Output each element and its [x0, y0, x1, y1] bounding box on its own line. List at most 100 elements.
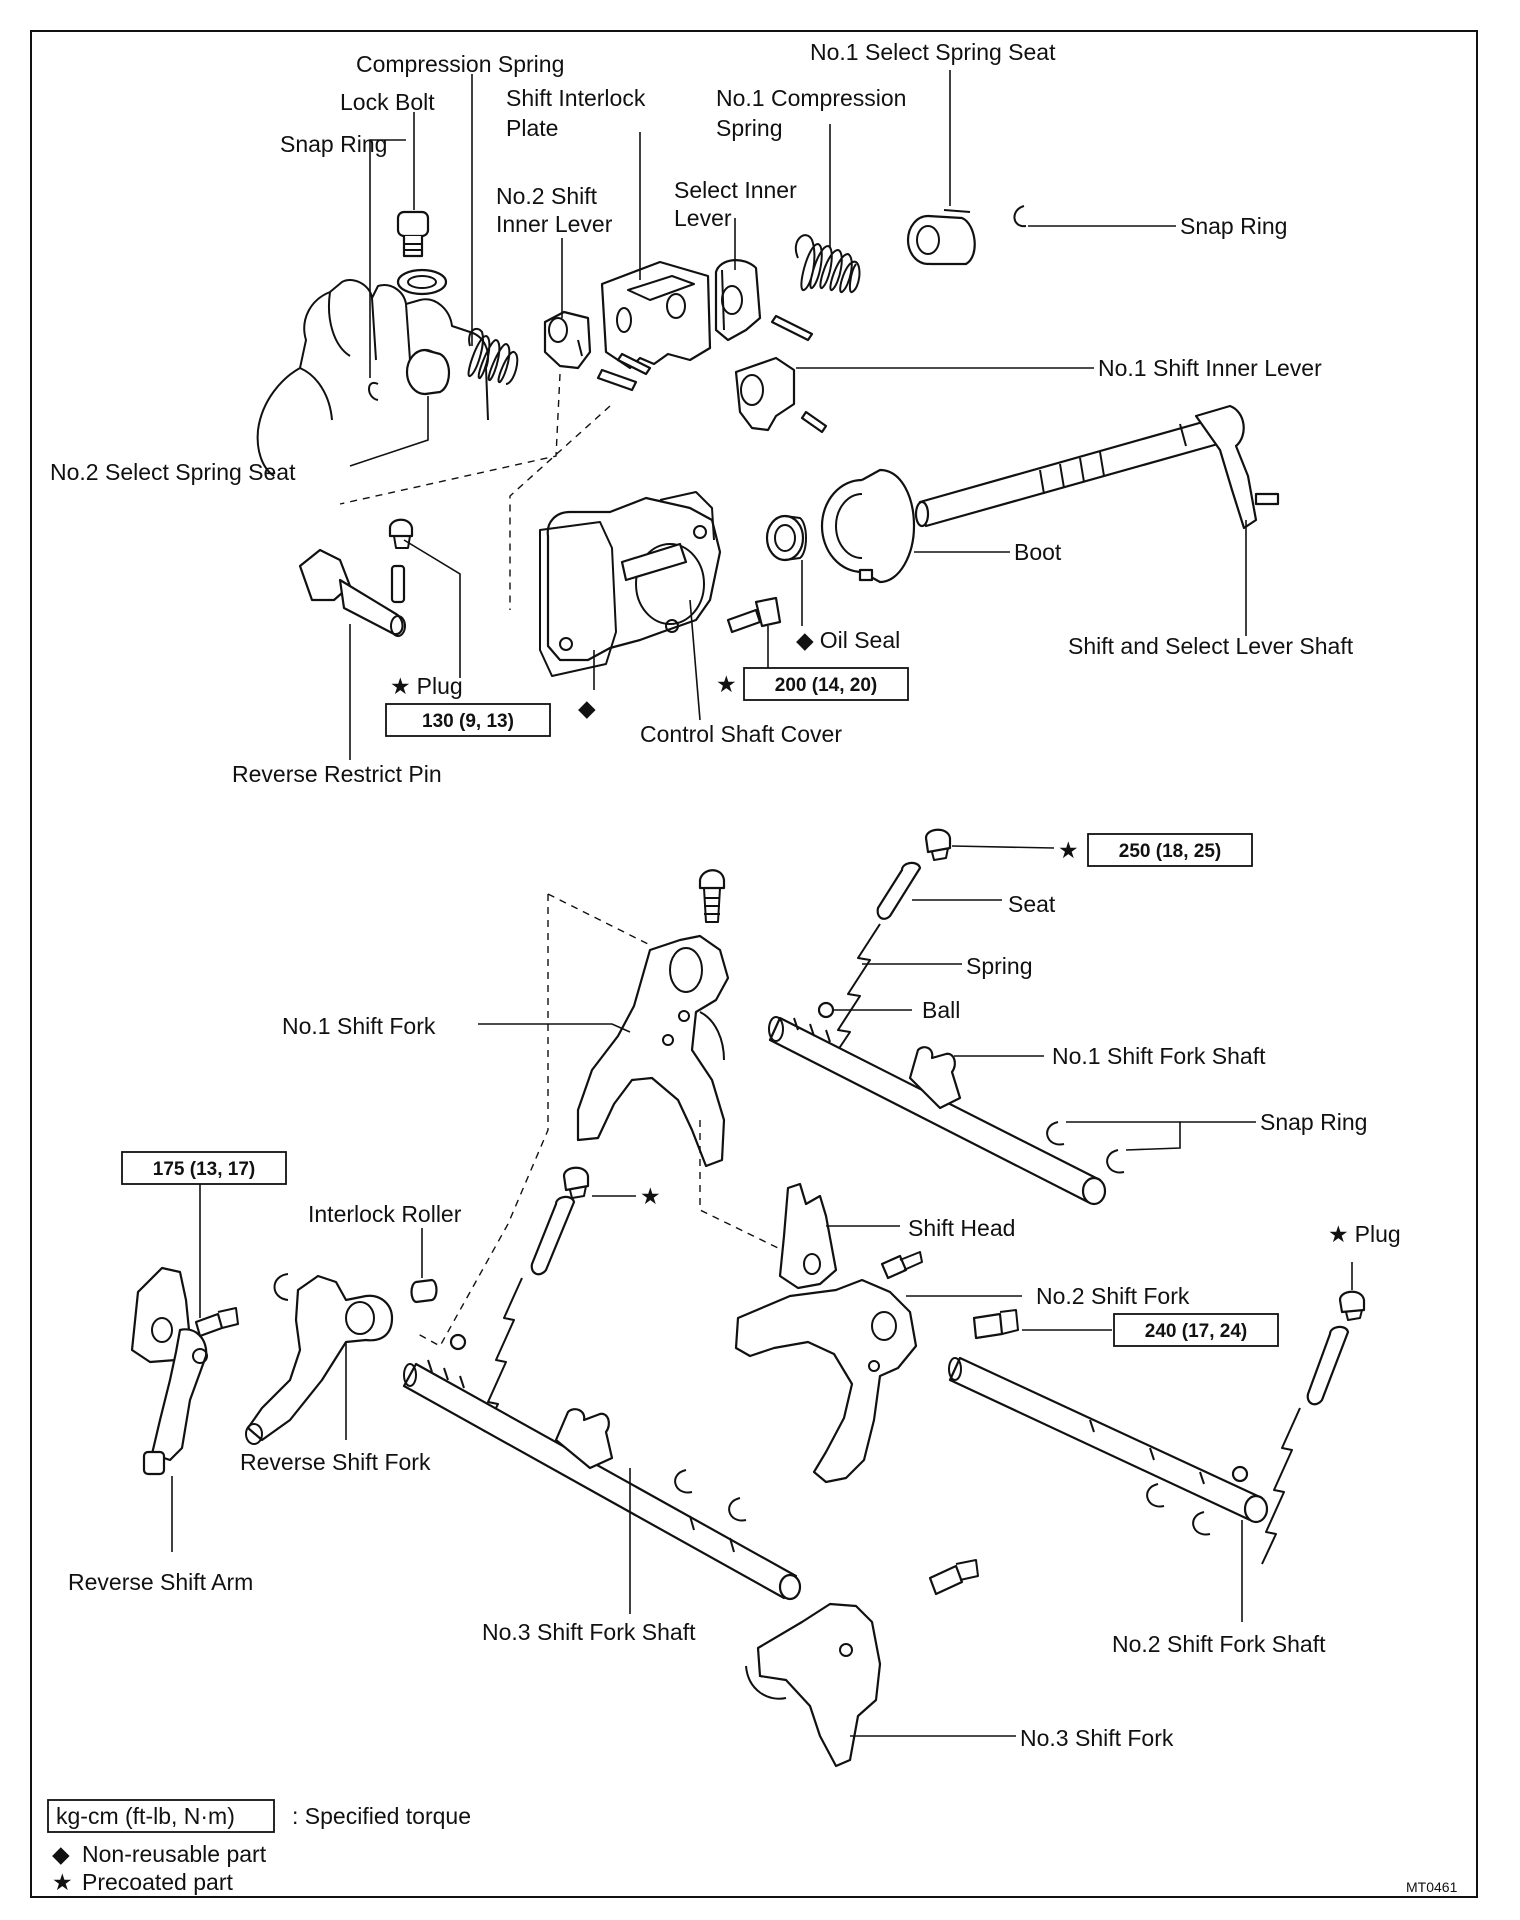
- no3-shift-fork-bolt-part: [928, 1559, 979, 1596]
- interlock-ball-part: [449, 1333, 467, 1351]
- compression-spring-part: [467, 327, 519, 385]
- label-select-inner-lever-1: Select Inner: [674, 177, 797, 203]
- plug-right-part: [1231, 1290, 1366, 1565]
- label-snap-ring-top: Snap Ring: [280, 131, 387, 157]
- snap-rings-no3-part: [674, 1469, 747, 1522]
- svg-text:: Specified torque: : Specified torque: [292, 1803, 471, 1829]
- label-no2-shift-fork-shaft: No.2 Shift Fork Shaft: [1112, 1631, 1326, 1657]
- snap-rings-mid-part: [1046, 1121, 1125, 1174]
- no3-shift-fork-shaft-part: [402, 1359, 802, 1601]
- star-cover-bolt: ★: [716, 671, 737, 697]
- torque-box-reverse-arm-bolt: 175 (13, 17): [121, 1151, 287, 1185]
- no1-select-spring-seat-part: [906, 209, 976, 266]
- star-plug-right: ★: [1328, 1221, 1349, 1247]
- snap-ring-left-part: [368, 381, 379, 401]
- reverse-restrict-pin-part: [298, 548, 406, 637]
- star-interlock-plug: ★: [640, 1183, 661, 1209]
- label-no1-compression-spring-1: No.1 Compression: [716, 85, 906, 111]
- transmission-case-outline: [256, 279, 489, 477]
- diamond-oil-seal: ◆: [796, 627, 814, 653]
- no2-select-spring-seat-part: [405, 348, 451, 396]
- star-plug-top: ★: [390, 673, 411, 699]
- detent-ball-part: [817, 1001, 835, 1019]
- svg-text:175 (13, 17): 175 (13, 17): [153, 1159, 255, 1180]
- shift-head-part: [778, 1182, 838, 1290]
- shift-select-lever-shaft-part: [914, 404, 1280, 530]
- figure-code: MT0461: [1406, 1879, 1458, 1895]
- svg-text:Non-reusable part: Non-reusable part: [82, 1841, 267, 1867]
- no1-shift-fork-bolt-part: [698, 869, 726, 923]
- label-control-shaft-cover: Control Shaft Cover: [640, 721, 842, 747]
- no2-shift-fork-bolt-part: [880, 1251, 923, 1280]
- svg-text:240 (17, 24): 240 (17, 24): [1145, 1321, 1247, 1342]
- label-shift-interlock-plate-2: Plate: [506, 115, 558, 141]
- label-select-inner-lever-2: Lever: [674, 205, 732, 231]
- svg-text:★: ★: [52, 1869, 73, 1895]
- torque-box-cover-bolt: ★ 200 (14, 20): [716, 667, 909, 701]
- torque-box-plug-top: 130 (9, 13): [385, 703, 551, 737]
- svg-text:200 (14, 20): 200 (14, 20): [775, 675, 877, 696]
- label-oil-seal: ◆Oil Seal: [796, 627, 900, 653]
- diamond-gasket: ◆: [578, 695, 596, 721]
- label-lock-bolt: Lock Bolt: [340, 89, 435, 115]
- no2-shift-fork-part: [734, 1278, 918, 1484]
- snap-ring-reverse-fork-part: [273, 1273, 289, 1301]
- label-no2-shift-inner-lever-1: No.2 Shift: [496, 183, 598, 209]
- label-compression-spring: Compression Spring: [356, 51, 564, 77]
- label-oil-seal-text: Oil Seal: [820, 627, 901, 653]
- torque-box-detent-plug: ★ 250 (18, 25): [1058, 833, 1253, 867]
- label-reverse-shift-fork: Reverse Shift Fork: [240, 1449, 431, 1475]
- no3-shift-fork-part: [745, 1602, 882, 1768]
- detent-seat-part: [876, 861, 922, 920]
- legend: kg-cm (ft-lb, N·m) : Specified torque ◆ …: [47, 1799, 1458, 1895]
- svg-text:kg-cm (ft-lb, N·m): kg-cm (ft-lb, N·m): [56, 1803, 235, 1829]
- label-no2-shift-inner-lever-2: Inner Lever: [496, 211, 613, 237]
- torque-box-no2-fork-bolt: 240 (17, 24): [1113, 1313, 1279, 1347]
- label-plug-top: ★Plug: [390, 673, 463, 699]
- label-ball: Ball: [922, 997, 960, 1023]
- alignment-lines: [339, 373, 779, 1347]
- interlock-plug-part: [483, 1166, 590, 1433]
- cover-bolt-part: [726, 596, 782, 634]
- reverse-shift-arm-part: [130, 1266, 208, 1476]
- legend-precoated: ★ Precoated part: [52, 1869, 233, 1895]
- label-plug-top-text: Plug: [417, 673, 463, 699]
- label-snap-ring-right: Snap Ring: [1180, 213, 1287, 239]
- no1-shift-fork-part: [576, 934, 730, 1168]
- label-no2-select-spring-seat: No.2 Select Spring Seat: [50, 459, 296, 485]
- label-reverse-restrict-pin: Reverse Restrict Pin: [232, 761, 442, 787]
- select-inner-lever-part: [714, 259, 762, 342]
- no1-compression-spring-part: [794, 234, 861, 294]
- diagram-frame: [30, 30, 1478, 1898]
- plug-top-part: [388, 518, 414, 604]
- interlock-roller-part: [410, 1278, 438, 1304]
- leader-lines: [171, 70, 1353, 1737]
- gasket-part: [539, 521, 617, 677]
- svg-text:250 (18, 25): 250 (18, 25): [1119, 841, 1221, 862]
- label-interlock-roller: Interlock Roller: [308, 1201, 462, 1227]
- oil-seal-part: [765, 514, 807, 562]
- no2-shift-inner-lever-part: [543, 310, 592, 370]
- reverse-arm-bolt-part: [194, 1307, 239, 1338]
- label-no1-shift-inner-lever: No.1 Shift Inner Lever: [1098, 355, 1322, 381]
- svg-text:◆: ◆: [52, 1841, 70, 1867]
- label-shift-interlock-plate-1: Shift Interlock: [506, 85, 646, 111]
- label-no1-shift-fork: No.1 Shift Fork: [282, 1013, 436, 1039]
- label-shift-head: Shift Head: [908, 1215, 1015, 1241]
- label-no3-shift-fork-shaft: No.3 Shift Fork Shaft: [482, 1619, 696, 1645]
- no1-shift-inner-lever-part: [734, 356, 828, 434]
- legend-non-reusable: ◆ Non-reusable part: [52, 1841, 267, 1867]
- label-boot: Boot: [1014, 539, 1062, 565]
- label-no3-shift-fork: No.3 Shift Fork: [1020, 1725, 1174, 1751]
- snap-rings-lower-right-part: [1146, 1483, 1211, 1536]
- detent-spring-part: [833, 923, 881, 1057]
- shift-interlock-plate-part: [600, 260, 712, 370]
- torque-specs: 130 (9, 13) ★ 200 (14, 20) ◆ ★ 250 (18, …: [121, 667, 1279, 1347]
- star-detent-plug: ★: [1058, 837, 1079, 863]
- boot-part: [820, 468, 916, 584]
- label-shift-select-lever-shaft: Shift and Select Lever Shaft: [1068, 633, 1354, 659]
- snap-ring-right-part: [1013, 205, 1027, 228]
- label-no2-shift-fork: No.2 Shift Fork: [1036, 1283, 1190, 1309]
- label-plug-right: ★Plug: [1328, 1221, 1401, 1247]
